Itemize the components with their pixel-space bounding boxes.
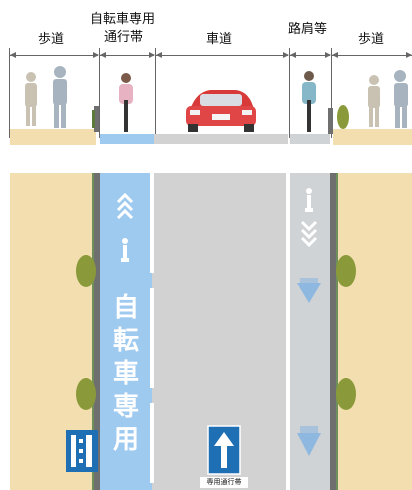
plan-curb-left bbox=[94, 173, 100, 490]
pedestrian-icon bbox=[25, 72, 37, 126]
bike-lane-marking-char: 転 bbox=[112, 326, 139, 356]
plan-curb-right bbox=[330, 173, 336, 490]
bicycle-icon bbox=[121, 238, 129, 262]
pedestrian-icon bbox=[53, 66, 67, 128]
label-bike-lane-line1: 自転車専用 bbox=[90, 12, 156, 27]
chevron-up-icon bbox=[116, 192, 134, 220]
shrub-icon bbox=[337, 105, 349, 129]
cross-bike-lane bbox=[100, 134, 154, 144]
cyclist-icon bbox=[302, 71, 316, 132]
arrow-up-sign-icon bbox=[207, 425, 241, 475]
plan-bike-lane bbox=[100, 173, 152, 490]
bike-lane-sign-icon bbox=[66, 430, 98, 472]
label-sidewalk-left: 歩道 bbox=[38, 32, 65, 47]
cross-roadway bbox=[154, 134, 288, 144]
bicycle-icon bbox=[305, 188, 313, 212]
car-icon bbox=[186, 90, 256, 132]
label-sidewalk-right: 歩道 bbox=[358, 32, 385, 47]
label-roadway: 車道 bbox=[206, 32, 233, 47]
cyclist-icon bbox=[119, 73, 133, 132]
pedestrian-icon bbox=[394, 70, 408, 128]
cross-sidewalk-left bbox=[10, 129, 96, 145]
lane-line bbox=[150, 173, 290, 490]
bike-lane-marking-char: 用 bbox=[112, 425, 139, 455]
plan-sidewalk-right bbox=[335, 173, 412, 490]
shrub-icon bbox=[76, 255, 356, 410]
bike-lane-marking-char: 自 bbox=[112, 293, 139, 323]
bike-lane-marking-char: 専 bbox=[112, 392, 139, 422]
chevron-down-icon bbox=[300, 220, 318, 248]
sign-caption: 専用通行帯 bbox=[200, 477, 248, 488]
arrow-down-icon bbox=[297, 433, 321, 456]
label-bike-lane-line2: 通行帯 bbox=[104, 30, 144, 45]
label-shoulder: 路肩等 bbox=[288, 22, 328, 37]
arrow-down-icon bbox=[297, 283, 321, 303]
plan-view bbox=[10, 173, 412, 490]
cross-sidewalk-right bbox=[333, 129, 412, 145]
pedestrian-icon bbox=[368, 75, 380, 127]
bike-lane-marking: 自 転 車 専 用 bbox=[100, 292, 152, 457]
shrub-icon bbox=[92, 110, 95, 128]
cross-shoulder bbox=[290, 134, 330, 144]
bike-lane-marking-char: 車 bbox=[112, 359, 139, 389]
cross-section bbox=[10, 66, 412, 145]
cross-curb-right bbox=[328, 108, 333, 134]
cross-curb-left bbox=[94, 106, 99, 132]
